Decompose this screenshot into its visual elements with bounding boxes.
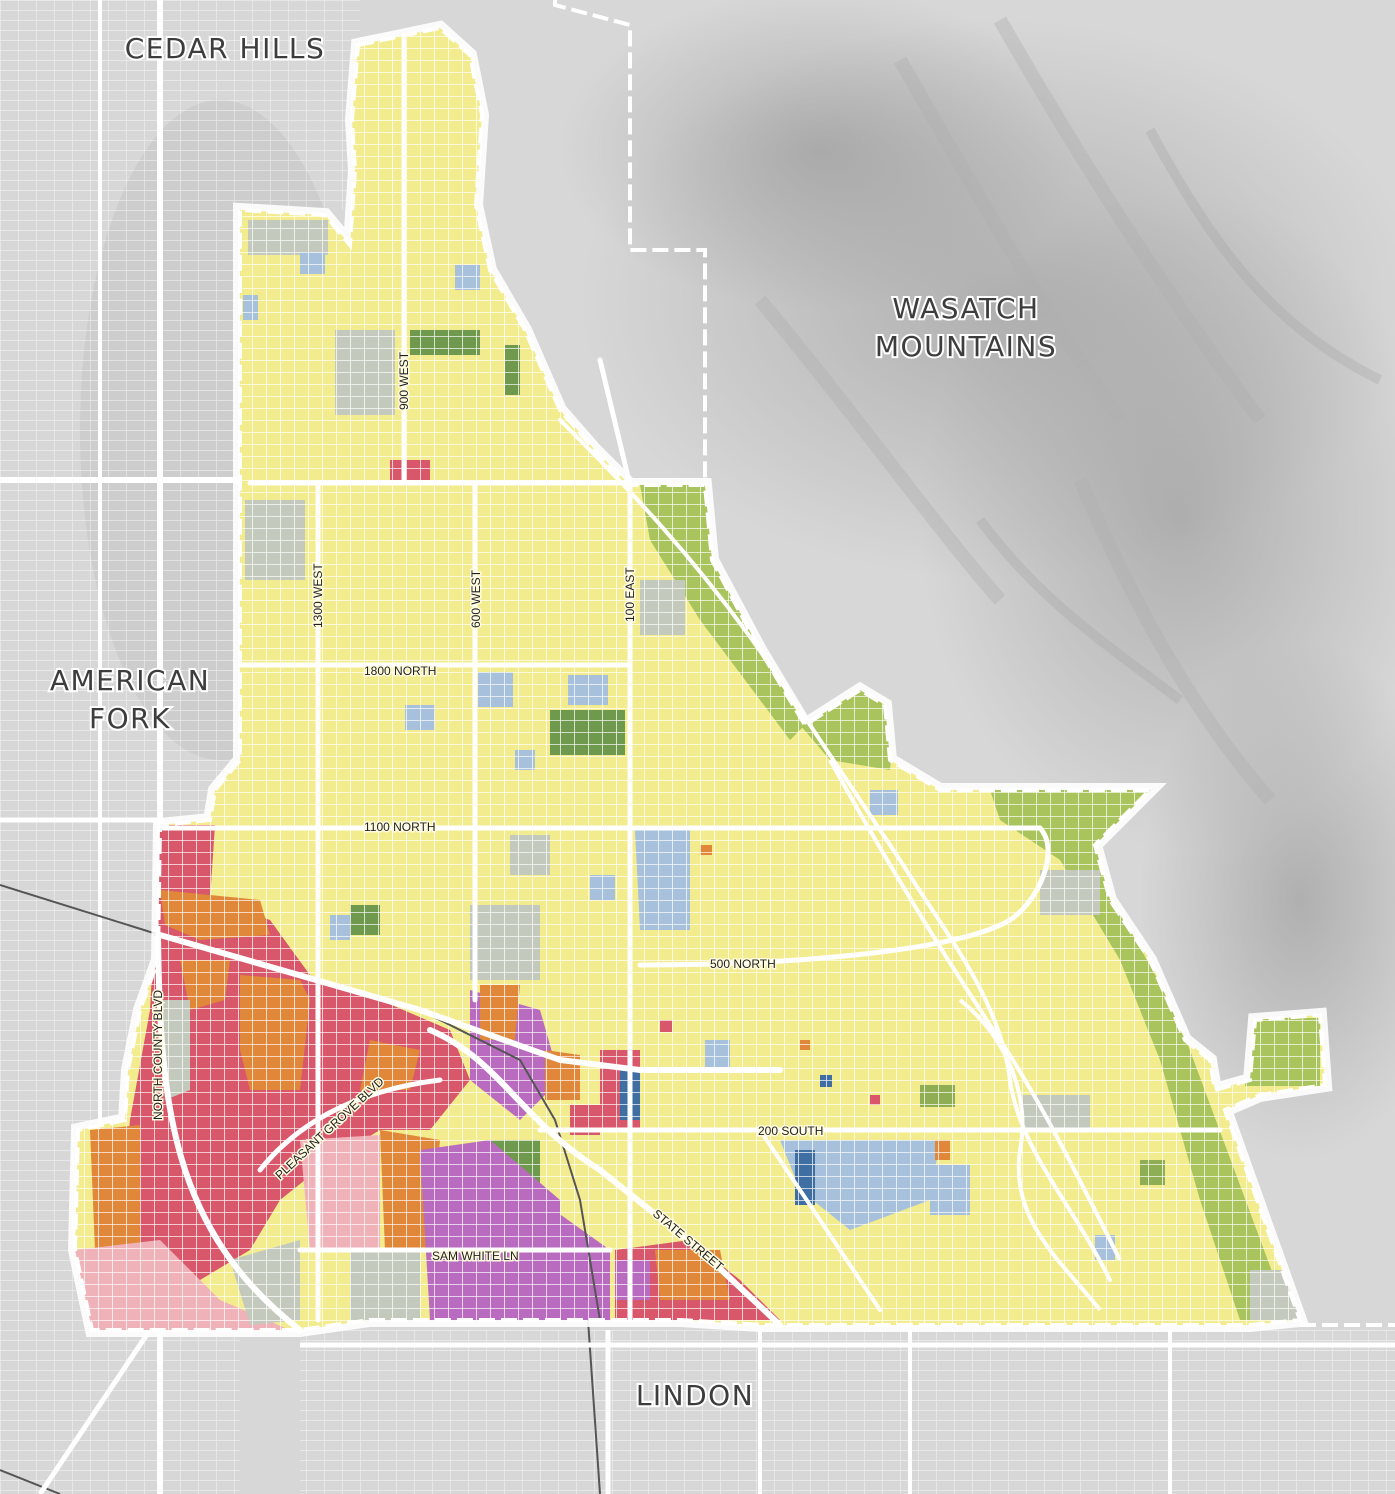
label-american-fork-line2: FORK	[89, 702, 171, 735]
street-900-west: 900 WEST	[397, 351, 411, 410]
street-sam-white-ln: SAM WHITE LN	[432, 1249, 519, 1263]
street-600-west: 600 WEST	[469, 569, 483, 628]
lindon-streets	[300, 1330, 1395, 1494]
street-1800-north: 1800 NORTH	[364, 664, 436, 678]
place-labels: CEDAR HILLS AMERICAN FORK WASATCH MOUNTA…	[48, 30, 1058, 1414]
label-lindon: LINDON	[636, 1379, 754, 1412]
county-boundary	[553, 0, 1395, 1327]
cedar-hills-streets	[240, 0, 360, 210]
street-100-east: 100 EAST	[623, 567, 637, 622]
street-1100-north: 1100 NORTH	[364, 820, 436, 834]
street-200-south: 200 SOUTH	[758, 1124, 823, 1138]
label-american-fork-line1: AMERICAN	[50, 664, 210, 697]
street-1300-west: 1300 WEST	[311, 563, 325, 628]
street-north-county-blvd: NORTH COUNTY BLVD	[151, 990, 165, 1120]
street-500-north: 500 NORTH	[710, 957, 776, 971]
label-wasatch-line2: MOUNTAINS	[875, 330, 1057, 363]
label-cedar-hills: CEDAR HILLS	[125, 32, 326, 65]
label-wasatch-line1: WASATCH	[892, 292, 1039, 325]
